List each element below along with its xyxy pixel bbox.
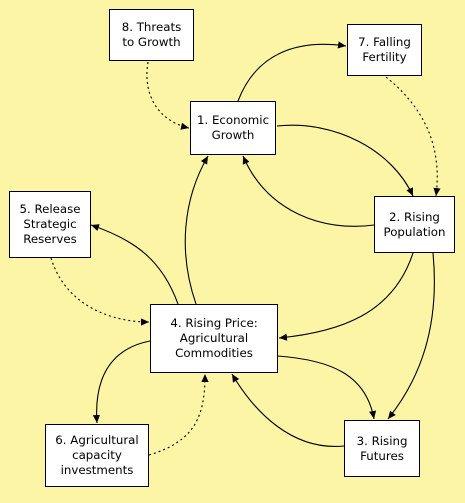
edge-n5-to-n4: [50, 257, 150, 326]
edge-n4-to-n6: [92, 340, 151, 424]
node-rising-price-agricultural-commodities[interactable]: 4. Rising Price: Agricultural Commoditie…: [150, 304, 278, 373]
node-falling-fertility[interactable]: 7. Falling Fertility: [347, 24, 422, 76]
edge-n4-to-n1: [184, 155, 209, 305]
edge-n3-to-n4: [231, 373, 345, 447]
edge-n1-to-n2: [276, 124, 414, 197]
node-economic-growth[interactable]: 1. Economic Growth: [190, 101, 276, 155]
node-release-strategic-reserves[interactable]: 5. Release Strategic Reserves: [9, 191, 91, 258]
edge-n6-to-n4: [148, 373, 209, 456]
node-agricultural-capacity-investments[interactable]: 6. Agricultural capacity investments: [45, 424, 149, 487]
edge-n7-to-n2: [385, 76, 441, 197]
edge-n4-to-n3: [277, 355, 377, 420]
edge-n8-to-n1: [146, 61, 190, 130]
node-rising-futures[interactable]: 3. Rising Futures: [344, 420, 420, 477]
edge-n4-to-n5: [90, 224, 179, 305]
edge-n2-to-n3: [387, 252, 435, 420]
edge-n2-to-n4: [278, 252, 414, 341]
edge-n2-to-n1: [242, 155, 375, 227]
node-rising-population[interactable]: 2. Rising Population: [374, 196, 455, 253]
node-threats-to-growth[interactable]: 8. Threats to Growth: [109, 9, 194, 61]
edge-n1-to-n7: [237, 41, 347, 102]
